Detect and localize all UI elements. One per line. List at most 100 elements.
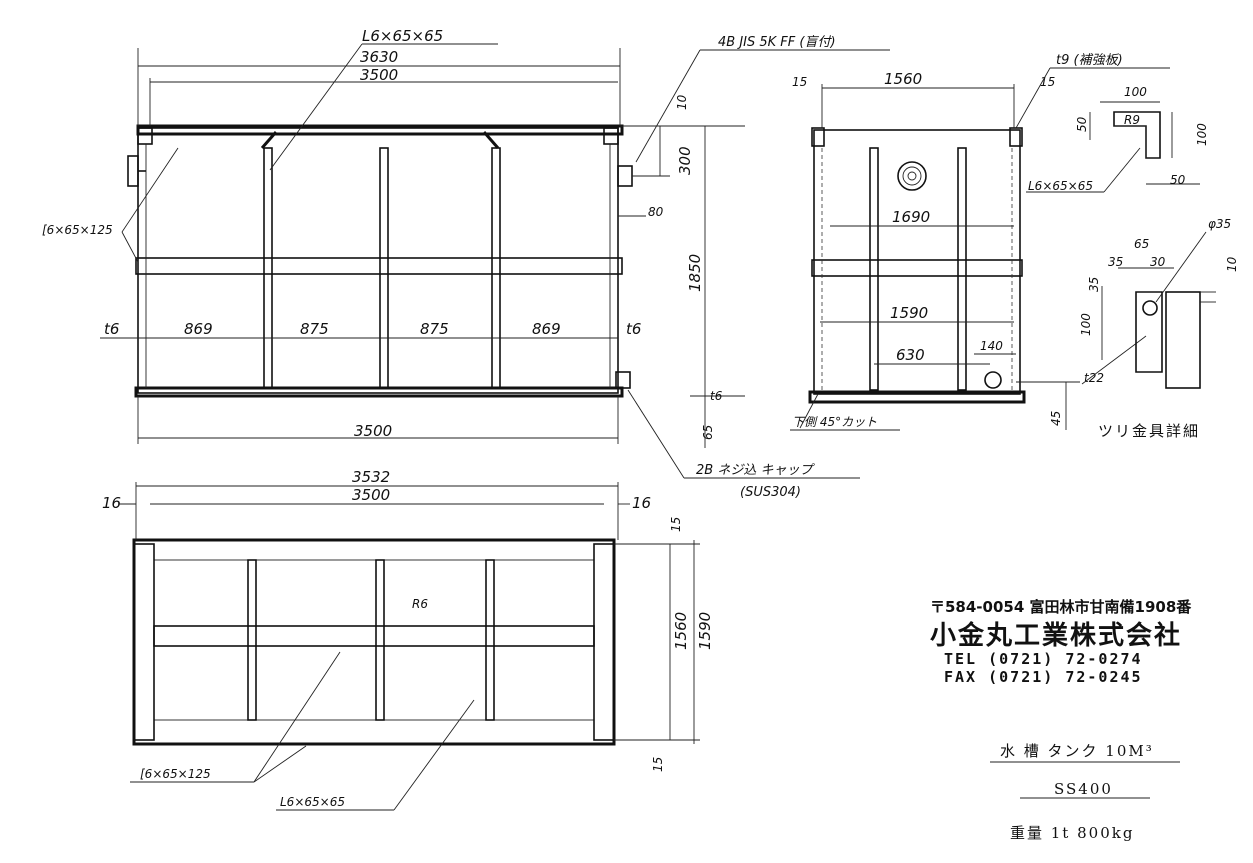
- dim-reinforce-50-bottom: 50: [1170, 173, 1186, 187]
- side-stiffener-2: [957, 147, 967, 391]
- company-block: 〒584-0054 富田林市甘南備1908番 小金丸工業株式会社 TEL (07…: [930, 598, 1192, 686]
- dim-3500-bottom: 3500: [354, 422, 392, 440]
- dim-lug-30: 30: [1150, 255, 1166, 269]
- leader-side-channel-2: [121, 231, 139, 263]
- front-top-angle: [136, 124, 624, 136]
- lifting-lug-detail: 65 35 30 φ35 35 100 10 ツリ金具詳細: [1079, 217, 1239, 440]
- dim-300: 300: [676, 146, 694, 175]
- dim-plan-right-16: 16: [632, 494, 651, 512]
- dim-plan-bottom-15: 15: [651, 757, 665, 772]
- label-lifting-lug-detail: ツリ金具詳細: [1098, 422, 1200, 440]
- dim-80: 80: [648, 205, 664, 219]
- title-block: 水 槽 タンク 10M³ SS400 重量 1t 800kg: [990, 742, 1180, 842]
- plan-angle-1: [247, 559, 257, 721]
- side-manhole: [897, 161, 927, 191]
- dim-10: 10: [675, 94, 689, 110]
- front-left-nozzle-flange: [127, 155, 139, 187]
- dim-3500-top: 3500: [360, 66, 398, 84]
- leader-side-channel-1: [121, 147, 179, 233]
- front-top-left-block: [137, 127, 153, 145]
- front-stiffener-2: [379, 147, 389, 389]
- dim-plan-top-15: 15: [669, 517, 683, 532]
- dim-reinforce-100-right: 100: [1195, 123, 1209, 146]
- dim-1590-plan: 1590: [696, 612, 714, 650]
- plan-mid-channel: [153, 625, 595, 647]
- title-material: SS400: [1054, 780, 1113, 798]
- dim-630: 630: [896, 346, 925, 364]
- label-top-angle: L6×65×65: [362, 27, 443, 45]
- dim-panel-1: 869: [184, 320, 213, 338]
- title-tank: 水 槽 タンク 10M³: [1000, 742, 1154, 760]
- leader-plan-channel-2: [253, 745, 307, 783]
- label-side-channel: [6×65×125: [42, 223, 113, 237]
- dim-1560: 1560: [884, 70, 922, 88]
- front-stiffener-3: [491, 147, 501, 389]
- dim-t22: t22: [1084, 371, 1104, 385]
- dim-bottom-t6: t6: [710, 389, 723, 403]
- front-right-nozzle: [617, 165, 633, 187]
- note-nozzle: 4B JIS 5K FF (盲付): [718, 34, 836, 50]
- note-cut: 下側 45°カット: [792, 415, 877, 429]
- front-stiffener-1-cap: [260, 131, 278, 149]
- dim-side-45: 45: [1049, 411, 1063, 426]
- label-plan-angle: L6×65×65: [280, 795, 345, 809]
- leader-plan-angle: [393, 699, 475, 811]
- dim-140: 140: [980, 339, 1003, 353]
- dim-3500-plan: 3500: [352, 486, 390, 504]
- company-name: 小金丸工業株式会社: [930, 620, 1182, 651]
- company-fax: FAX (0721) 72-0245: [944, 668, 1143, 686]
- front-base: [134, 386, 624, 398]
- front-drain: [615, 371, 631, 389]
- dim-lug-35-left: 35: [1108, 255, 1123, 269]
- front-view: 3630 3500 L6×65×65 4B JIS 5K FF (盲付) 185…: [42, 27, 890, 500]
- side-top-left-block: [811, 127, 825, 147]
- dim-65: 65: [701, 425, 715, 440]
- lug-hole: [1142, 300, 1158, 316]
- dim-side-left-15: 15: [792, 75, 807, 89]
- lug-plate: [1135, 291, 1163, 373]
- title-weight: 重量 1t 800kg: [1010, 824, 1134, 842]
- leader-top-angle: [269, 43, 363, 171]
- dim-3532: 3532: [352, 468, 390, 486]
- label-reinforce-r9: R9: [1124, 113, 1140, 127]
- dim-plan-left-16: 16: [102, 494, 121, 512]
- company-tel: TEL (0721) 72-0274: [944, 650, 1143, 668]
- label-plan-channel: [6×65×125: [140, 767, 211, 781]
- dim-lug-100: 100: [1079, 313, 1093, 336]
- dim-reinforce-100-top: 100: [1124, 85, 1147, 99]
- dim-reinforce-50-left: 50: [1075, 116, 1089, 132]
- lug-side-view: [1165, 291, 1201, 389]
- dim-left-t6: t6: [104, 320, 119, 338]
- dim-panel-3: 875: [420, 320, 449, 338]
- side-mid-channel: [811, 259, 1023, 277]
- front-tank-outline: [137, 127, 619, 394]
- side-base: [808, 390, 1026, 404]
- company-address: 〒584-0054 富田林市甘南備1908番: [930, 598, 1192, 616]
- side-stiffener-1: [869, 147, 879, 391]
- dim-panel-4: 869: [532, 320, 561, 338]
- plan-angle-2: [375, 559, 385, 721]
- leader-nozzle: [635, 49, 701, 163]
- plan-right-channel: [593, 543, 615, 741]
- label-plan-r6: R6: [412, 597, 428, 611]
- note-drain-material: (SUS304): [740, 485, 801, 500]
- plan-view: R6 3532 3500 16 16 1560 1590 15 15 [6×65…: [102, 468, 714, 811]
- dim-lug-65: 65: [1134, 237, 1149, 251]
- reinforce-detail: 100 50 R9 100 50: [1075, 85, 1209, 187]
- leader-plan-channel-1: [253, 651, 341, 783]
- plan-outer-frame: [132, 538, 616, 746]
- front-stiffener-1: [263, 147, 273, 389]
- leader-drain: [627, 389, 685, 479]
- dim-1560-plan: 1560: [672, 612, 690, 650]
- note-reinforce-plate: t9 (補強板): [1056, 53, 1123, 68]
- leader-reinforce-plate: [1015, 67, 1051, 129]
- dim-right-t6: t6: [626, 320, 641, 338]
- side-view: 1560 15 15 t9 (補強板) 1690 1590 630 140 L6…: [790, 53, 1170, 431]
- front-stiffener-3-cap: [482, 131, 500, 149]
- side-outlet: [984, 371, 1002, 389]
- dim-1690: 1690: [892, 208, 930, 226]
- dim-panel-2: 875: [300, 320, 329, 338]
- side-tank-outline: [813, 129, 1021, 395]
- front-top-right-block: [603, 127, 619, 145]
